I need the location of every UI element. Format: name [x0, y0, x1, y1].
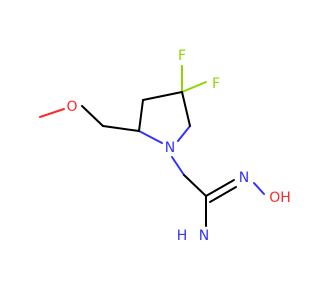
atom-amine-nitrogen: N: [199, 228, 209, 244]
bond-n-oh: [253, 182, 265, 195]
atom-ring-nitrogen: N: [165, 140, 175, 156]
bond-c-n-oxime-1: [205, 179, 235, 197]
molecule-structure-diagram: F F O N N OH H N: [39, 48, 291, 244]
bond-ch2-c-amidine: [183, 174, 207, 197]
bond-n1-ch2: [171, 156, 185, 176]
atom-fluorine-top: F: [178, 48, 186, 64]
atom-fluorine-right: F: [212, 76, 220, 92]
bond-c2-ch2: [102, 125, 140, 132]
atom-amine-hydrogen: H: [177, 228, 188, 244]
bond-c-n-oxime-2: [209, 186, 237, 203]
atom-oxime-nitrogen: N: [239, 170, 249, 186]
atom-methoxy-oxygen: O: [66, 99, 77, 115]
bond-c3-c2: [138, 99, 144, 132]
bond-c4-f-right: [181, 81, 207, 93]
atom-hydroxyl: OH: [269, 190, 291, 206]
bond-c4-c3: [142, 91, 183, 101]
bond-n1-c5: [177, 125, 191, 142]
bond-c5-c4: [181, 91, 191, 127]
bond-o-ch3: [39, 108, 65, 118]
bond-ch2-o: [81, 105, 104, 127]
bond-c2-n1: [138, 130, 163, 144]
